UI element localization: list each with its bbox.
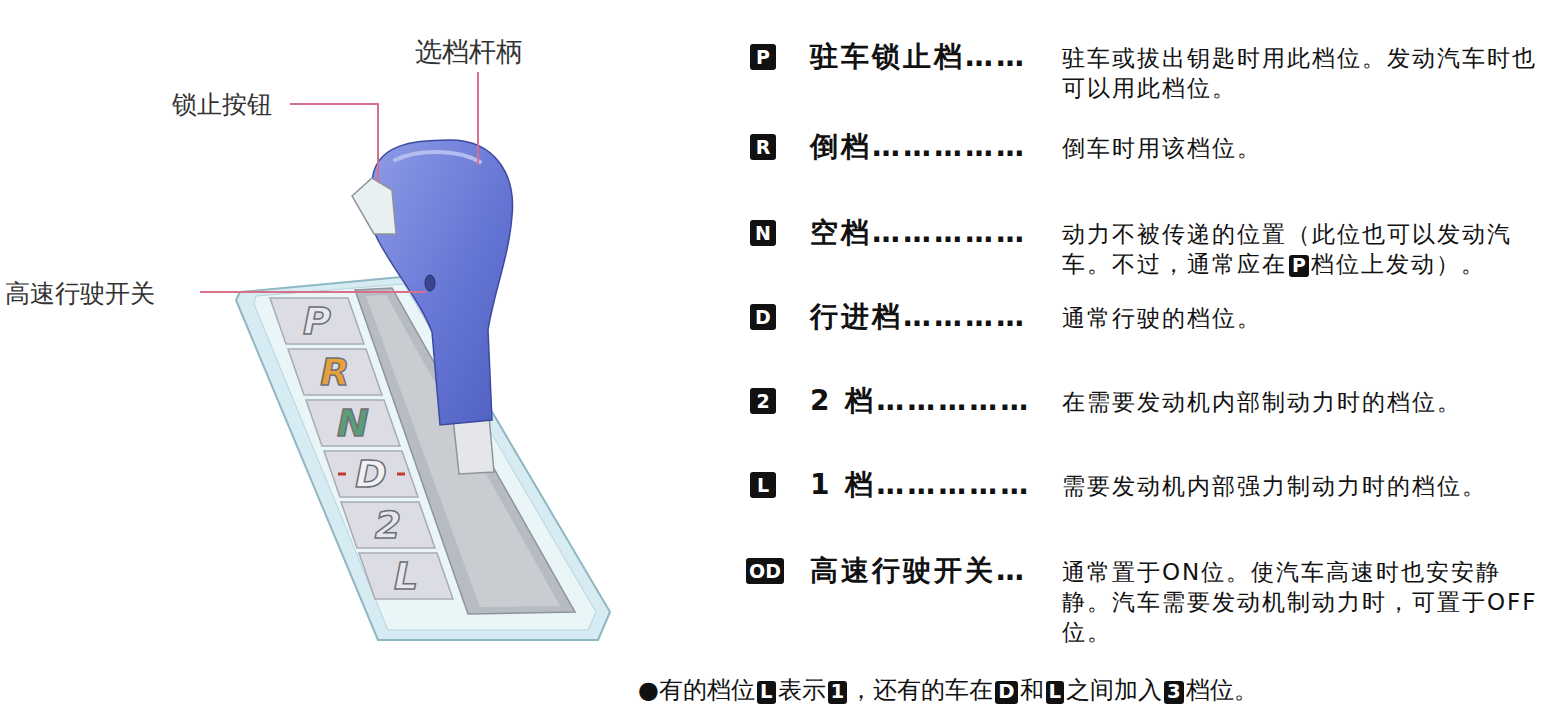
gear-name: 空档……………	[810, 216, 1027, 250]
gear-name: 倒档……………	[810, 130, 1027, 164]
inline-gear-icon: L	[757, 681, 776, 704]
description-text: 通常置于ON位。使汽车高速时也安安静静。汽车需要发动机制动力时，可置于OFF位。	[1062, 559, 1538, 645]
gear-icon: N	[750, 220, 776, 246]
footnote-text: ，还有的车在	[849, 676, 993, 704]
gear-icon: OD	[746, 558, 784, 584]
part-label: 选档杆柄	[415, 34, 523, 70]
gear-name: 高速行驶开关…	[810, 554, 1027, 588]
gear-name: 2 档……………	[810, 384, 1031, 418]
gear-letter: R	[756, 136, 771, 158]
inline-gear-icon: L	[1046, 681, 1065, 704]
description-text: 通常行驶的档位。	[1062, 305, 1262, 331]
gear-description: 需要发动机内部强力制动力时的档位。	[1062, 471, 1548, 501]
lock-button	[352, 178, 396, 234]
inline-gear-icon: D	[995, 681, 1017, 704]
gear-name: 驻车锁止档……	[810, 40, 1027, 74]
knob-highlight	[395, 152, 480, 162]
inline-gear-icon: P	[1289, 255, 1309, 277]
footnote-text: 和	[1020, 676, 1044, 704]
inline-gear-icon: 3	[1164, 681, 1184, 704]
gear-name: 行进档…………	[810, 300, 1027, 334]
description-text: 档位上发动）。	[1311, 251, 1486, 277]
od-switch	[425, 275, 435, 291]
gear-letter: P	[756, 46, 770, 68]
gear-icon: D	[750, 304, 776, 330]
gear-icon: R	[750, 134, 776, 160]
part-label: 锁止按钮	[172, 88, 272, 121]
description-text: 倒车时用该档位。	[1062, 135, 1262, 161]
gear-description: 通常置于ON位。使汽车高速时也安安静静。汽车需要发动机制动力时，可置于OFF位。	[1062, 557, 1548, 647]
gate-letter: N	[337, 404, 369, 442]
gear-description: 动力不被传递的位置（此位也可以发动汽车。不过，通常应在P档位上发动）。	[1062, 219, 1548, 279]
gear-letter: D	[755, 306, 771, 328]
footnote: ●有的档位L表示1，还有的车在D和L之间加入3档位。	[638, 674, 1258, 706]
gear-letter: L	[757, 474, 769, 496]
inline-gear-icon: 1	[828, 681, 848, 704]
gear-letter: N	[755, 222, 771, 244]
lever-knob	[370, 140, 513, 425]
gear-letter: 2	[756, 390, 769, 412]
gear-description: 驻车或拔出钥匙时用此档位。发动汽车时也可以用此档位。	[1062, 43, 1548, 103]
gate-letter: P	[303, 302, 331, 340]
gear-description: 在需要发动机内部制动力时的档位。	[1062, 387, 1548, 417]
gear-description: 通常行驶的档位。	[1062, 303, 1548, 333]
part-label: 高速行驶开关	[5, 277, 155, 310]
gate-letter: R	[320, 353, 349, 391]
gear-letter: OD	[749, 560, 781, 582]
description-text: 在需要发动机内部制动力时的档位。	[1062, 389, 1462, 415]
footnote-text: ●有的档位	[638, 676, 755, 704]
footnote-text: 之间加入	[1066, 676, 1162, 704]
gear-description: 倒车时用该档位。	[1062, 133, 1548, 163]
gear-icon: L	[750, 472, 776, 498]
gate-letter: D	[355, 455, 387, 493]
gear-name: 1 档……………	[810, 468, 1031, 502]
gate-cells	[270, 298, 453, 599]
gate-letter: 2	[375, 506, 401, 544]
description-text: 驻车或拔出钥匙时用此档位。发动汽车时也可以用此档位。	[1062, 45, 1537, 101]
footnote-text: 档位。	[1186, 676, 1258, 704]
description-text: 需要发动机内部强力制动力时的档位。	[1062, 473, 1487, 499]
gate-plate-inner	[254, 284, 596, 630]
lever-shaft	[453, 416, 494, 474]
gate-letter: L	[394, 557, 418, 595]
gear-icon: 2	[750, 388, 776, 414]
footnote-text: 表示	[778, 676, 826, 704]
gear-icon: P	[750, 44, 776, 70]
gate-plate	[236, 276, 610, 640]
